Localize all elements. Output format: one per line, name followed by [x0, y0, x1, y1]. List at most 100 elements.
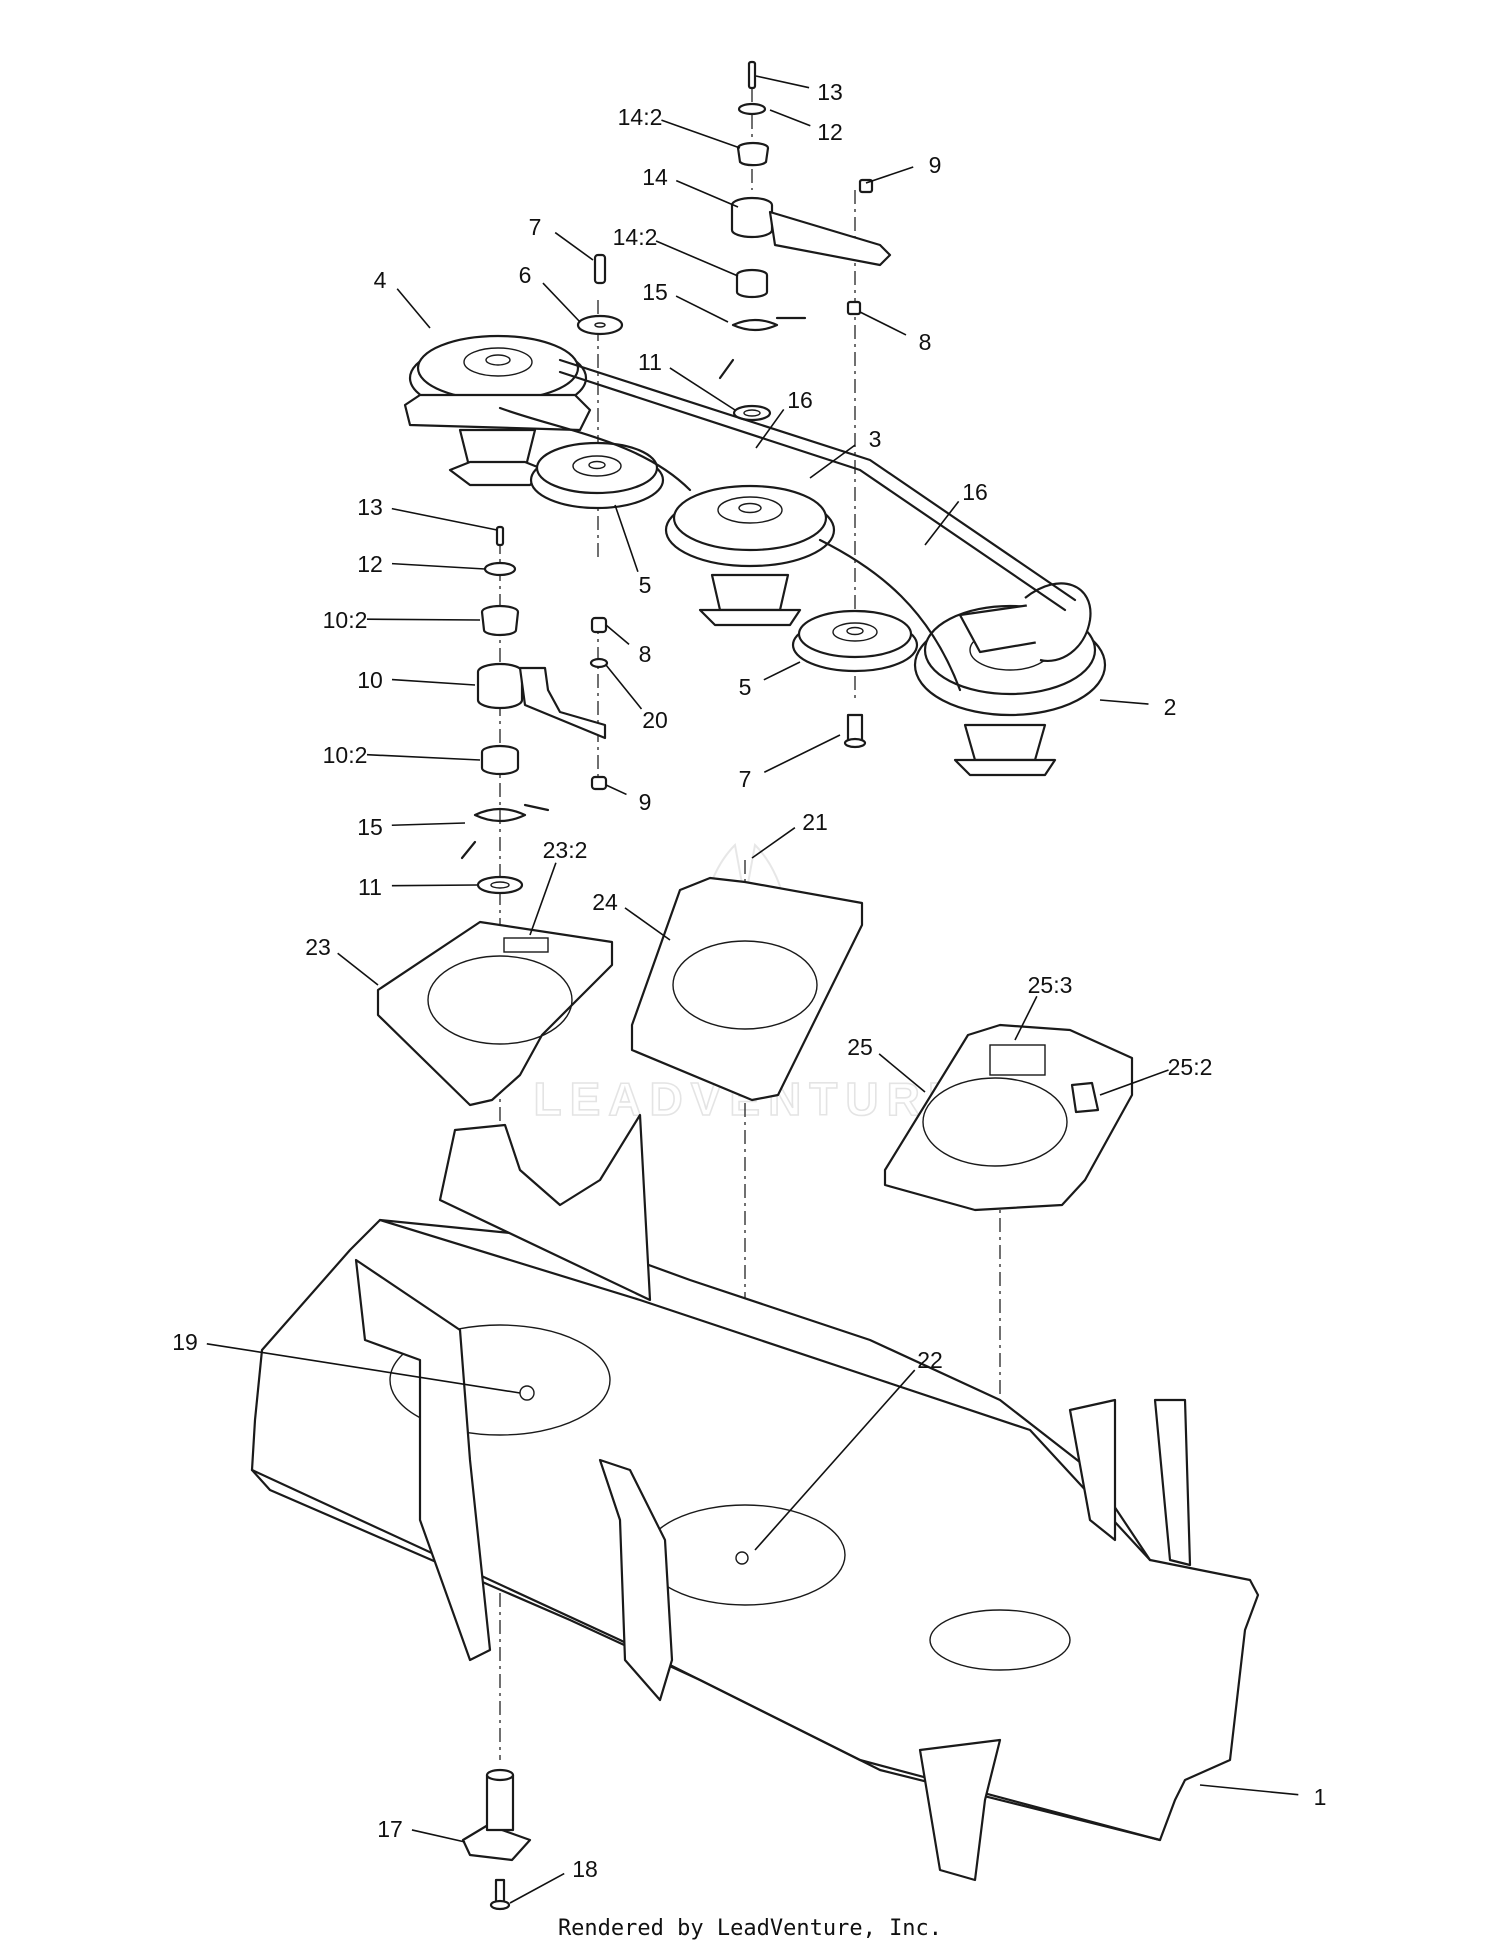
- leader-line: [769, 109, 811, 127]
- callout-c8a: 8: [919, 329, 932, 355]
- leader-line: [366, 753, 481, 761]
- callout-c142b: 14:2: [613, 224, 658, 250]
- callout-c15a: 15: [642, 279, 668, 305]
- callout-c13a: 13: [817, 79, 843, 105]
- leader-line: [1099, 699, 1149, 705]
- leader-line: [624, 907, 671, 941]
- callout-c11b: 11: [358, 874, 382, 900]
- leader-line: [675, 295, 729, 323]
- callout-leaders: [206, 75, 1299, 1904]
- callout-c5a: 5: [639, 572, 652, 598]
- callout-c10: 10: [357, 667, 383, 693]
- fastener-column: [576, 253, 867, 791]
- mounting-plate-24: [630, 876, 864, 1102]
- callout-c3: 3: [869, 426, 882, 452]
- leader-line: [763, 734, 841, 773]
- callout-c142a: 14:2: [618, 104, 663, 130]
- leader-line: [509, 1872, 565, 1904]
- callout-c23: 23: [305, 934, 331, 960]
- leader-line: [754, 1369, 916, 1551]
- leader-line: [605, 624, 630, 645]
- callout-c22: 22: [917, 1347, 943, 1373]
- mounting-plate-23: [376, 920, 614, 1107]
- callout-c16b: 16: [962, 479, 988, 505]
- leader-line: [1199, 1784, 1299, 1796]
- leader-line: [542, 282, 581, 323]
- left-idler-pulley: [529, 441, 665, 510]
- leader-line: [391, 562, 486, 570]
- leader-line: [924, 500, 960, 546]
- leader-line: [366, 618, 481, 621]
- leader-line: [391, 822, 466, 827]
- right-spindle-pulley: [913, 582, 1107, 777]
- center-spindle-pulley: [664, 484, 836, 627]
- leader-line: [1014, 995, 1038, 1041]
- leader-line: [206, 1342, 521, 1394]
- leader-line: [675, 179, 739, 208]
- leader-line: [669, 367, 736, 411]
- callout-c9a: 9: [929, 152, 942, 178]
- idler-arm-assembly-upper: [718, 60, 892, 422]
- right-idler-pulley: [791, 609, 919, 673]
- leader-line: [605, 664, 643, 710]
- callout-c17: 17: [377, 1816, 403, 1842]
- leader-line: [605, 784, 627, 796]
- callout-c6: 6: [519, 262, 532, 288]
- callout-c232: 23:2: [543, 837, 588, 863]
- callout-c2: 2: [1164, 694, 1177, 720]
- leader-line: [391, 507, 498, 531]
- leader-line: [391, 884, 478, 887]
- callout-c12a: 12: [817, 119, 843, 145]
- callout-c1: 1: [1314, 1784, 1327, 1810]
- callout-c4: 4: [374, 267, 387, 293]
- leader-line: [865, 166, 914, 184]
- leader-line: [878, 1053, 926, 1093]
- callout-c102a: 10:2: [323, 607, 368, 633]
- leader-line: [391, 678, 476, 686]
- callout-c252: 25:2: [1168, 1054, 1213, 1080]
- callout-c7b: 7: [739, 766, 752, 792]
- leader-line: [661, 119, 741, 149]
- callout-c5b: 5: [739, 674, 752, 700]
- leader-line: [411, 1829, 466, 1843]
- mounting-plate-25: [883, 1023, 1134, 1212]
- callout-c25: 25: [847, 1034, 873, 1060]
- leader-line: [809, 444, 856, 479]
- callout-c9b: 9: [639, 789, 652, 815]
- drive-belts: [498, 358, 1077, 692]
- mower-deck: [250, 1113, 1260, 1882]
- render-credit: Rendered by LeadVenture, Inc.: [557, 1916, 943, 1941]
- bolt-18: [489, 1878, 511, 1911]
- callout-c24: 24: [592, 889, 618, 915]
- callout-c253: 25:3: [1028, 972, 1073, 998]
- leader-line: [655, 240, 739, 277]
- leader-line: [755, 75, 810, 89]
- callout-c13b: 13: [357, 494, 383, 520]
- leader-line: [337, 952, 379, 986]
- callout-c8b: 8: [639, 641, 652, 667]
- callout-c12b: 12: [357, 551, 383, 577]
- leader-line: [755, 408, 785, 449]
- leader-line: [396, 288, 431, 329]
- idler-arm-assembly-lower: [460, 525, 607, 895]
- leader-line: [554, 231, 594, 261]
- callout-c21: 21: [802, 809, 828, 835]
- leader-line: [751, 827, 796, 859]
- callout-c11a: 11: [638, 349, 662, 375]
- callout-c16a: 16: [787, 387, 813, 413]
- callout-c20: 20: [642, 707, 668, 733]
- leader-line: [1099, 1069, 1169, 1096]
- callout-c18: 18: [572, 1856, 598, 1882]
- leader-line: [529, 862, 557, 936]
- callout-c19: 19: [172, 1329, 198, 1355]
- leader-line: [859, 311, 907, 336]
- leader-line: [614, 504, 639, 573]
- callout-c15b: 15: [357, 814, 383, 840]
- spindle-housing-17: [461, 1768, 532, 1862]
- callout-c14: 14: [642, 164, 668, 190]
- leader-line: [763, 661, 801, 681]
- callout-c102b: 10:2: [323, 742, 368, 768]
- callout-c7a: 7: [529, 214, 542, 240]
